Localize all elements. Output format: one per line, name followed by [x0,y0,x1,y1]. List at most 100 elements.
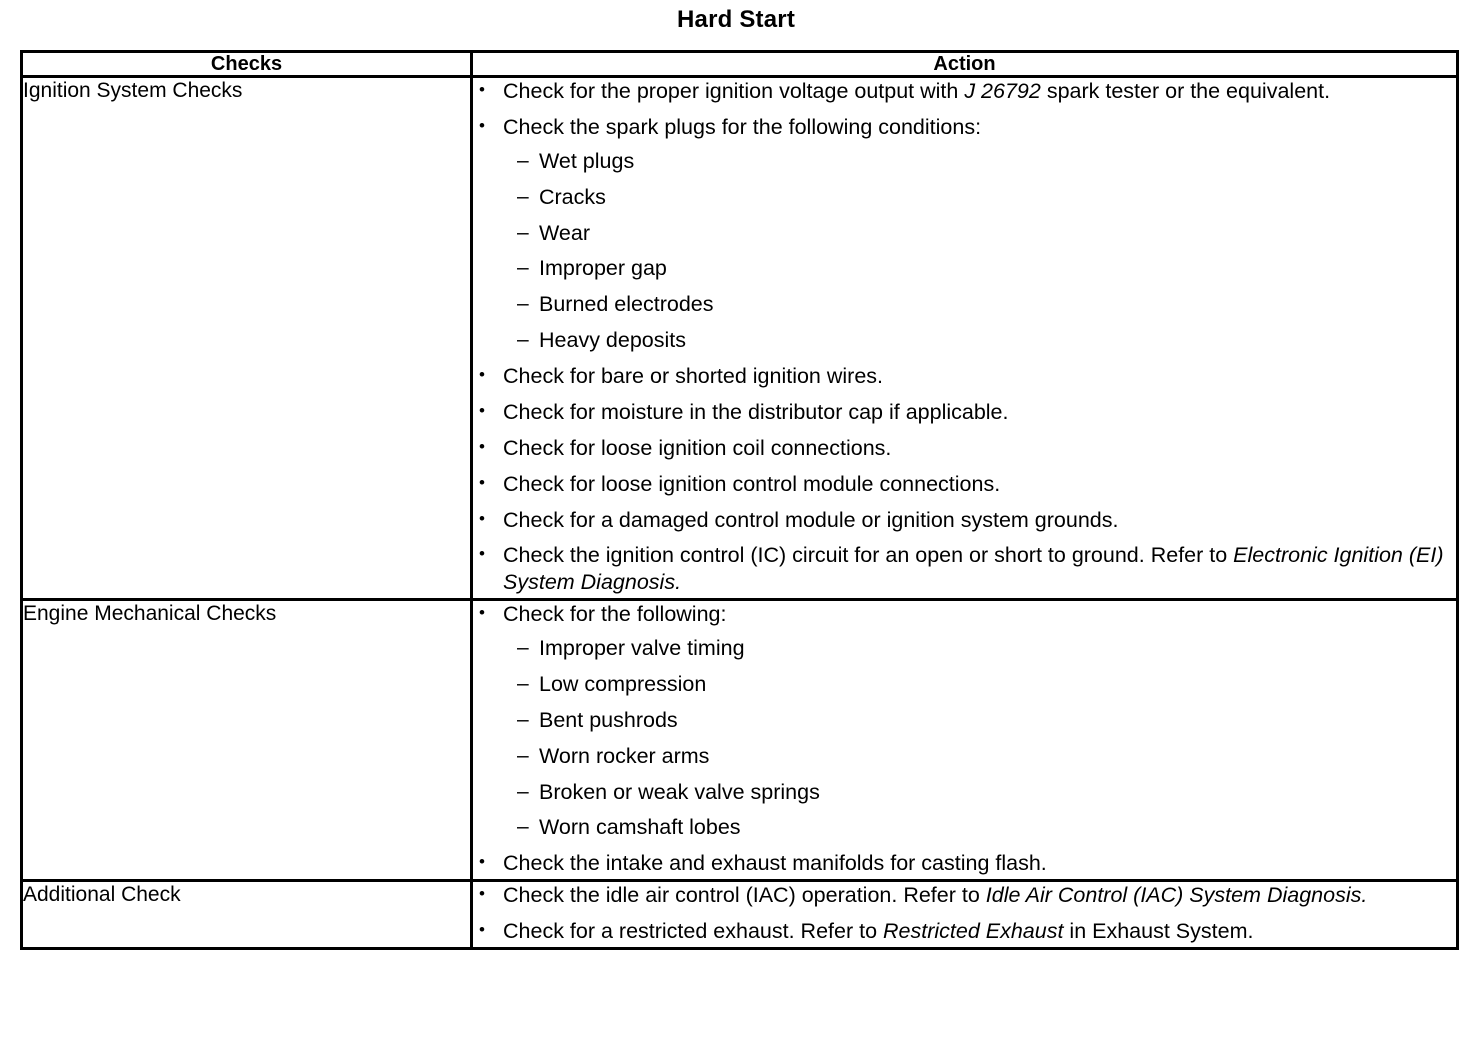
action-sub-text: Low compression [539,671,707,696]
bullet-icon: • [479,400,485,420]
action-sub-text: Heavy deposits [539,328,686,353]
action-sub-text: Cracks [539,184,606,209]
action-sub-item: –Bent pushrods [503,707,1456,734]
action-text: Check the ignition control (IC) circuit … [503,543,1443,594]
action-bullet-list: • Check for the following: –Improper valve… [473,601,1456,877]
action-cell: • Check the idle air control (IAC) operat… [470,879,1459,950]
action-cell: • Check for the proper ignition voltage o… [470,74,1459,602]
column-header-checks: Checks [20,50,473,78]
action-text-suffix: in Exhaust System. [1063,919,1254,943]
table-row: Ignition System Checks • Check for the pro… [20,74,1459,602]
action-text: Check for the proper ignition voltage ou… [503,79,1330,103]
check-category-label: Ignition System Checks [23,79,243,102]
action-text-reference: Restricted Exhaust [883,919,1064,943]
bullet-icon: • [479,365,485,384]
action-sub-text: Worn rocker arms [539,743,710,768]
dash-icon: – [517,707,529,731]
dash-icon: – [517,779,529,803]
action-text-reference: J 26792 [964,79,1041,103]
action-sub-text: Improper gap [539,256,667,281]
action-text: Check for a damaged control module or ig… [503,508,1118,532]
diagnostic-table: Checks Action Ignition System Checks • Che… [20,50,1459,950]
action-text-reference: Idle Air Control (IAC) System Diagnosis. [985,883,1368,908]
action-sub-item: –Worn camshaft lobes [503,814,1456,841]
action-text: Check for a restricted exhaust. Refer to… [503,919,1253,943]
action-bullet-item: • Check for the following: –Improper valve… [473,601,1456,841]
check-category-label: Additional Check [23,883,181,907]
bullet-icon: • [479,508,485,528]
action-bullet-item: • Check for moisture in the distributor c… [473,399,1456,426]
action-bullet-item: • Check the ignition control (IC) circuit… [473,542,1456,596]
action-bullet-item: • Check for loose ignition control module… [473,471,1456,498]
bullet-icon: • [479,884,485,904]
bullet-icon: • [479,436,485,456]
action-sub-list: –Improper valve timing–Low compression–B… [503,635,1456,841]
action-text-plain: Check for moisture in the distributor ca… [503,399,1009,424]
action-sub-item: –Wet plugs [503,148,1456,175]
action-sub-item: –Cracks [503,184,1456,211]
action-bullet-item: • Check the idle air control (IAC) operat… [473,882,1456,909]
dash-icon: – [517,256,529,280]
action-sub-list: –Wet plugs–Cracks–Wear–Improper gap–Burn… [503,148,1456,354]
action-cell: • Check for the following: –Improper valve… [470,598,1459,883]
action-text-plain: Check for loose ignition coil connection… [503,435,892,460]
checks-cell: Engine Mechanical Checks [20,598,473,883]
dash-icon: – [517,743,529,767]
action-sub-item: –Improper gap [503,255,1456,282]
action-text-plain: Check the idle air control (IAC) operati… [503,883,986,908]
action-sub-item: –Worn rocker arms [503,743,1456,770]
action-text: Check for loose ignition control module … [503,472,1000,496]
table-header-row: Checks Action [20,50,1459,78]
dash-icon: – [517,328,529,352]
bullet-icon: • [479,852,485,872]
bullet-icon: • [479,544,485,564]
dash-icon: – [517,148,529,172]
action-sub-text: Broken or weak valve springs [539,779,820,804]
dash-icon: – [517,292,529,316]
bullet-icon: • [479,603,485,623]
dash-icon: – [517,220,529,244]
action-text-plain: Check for the following: [503,602,727,627]
action-text-plain: Check for a damaged control module or ig… [503,507,1119,532]
bullet-icon: • [479,472,485,492]
action-text: Check the spark plugs for the following … [503,115,981,139]
column-header-action: Action [470,50,1459,78]
action-bullet-list: • Check for the proper ignition voltage o… [473,78,1456,596]
action-text-suffix: spark tester or the equivalent. [1040,79,1331,103]
action-text-plain: Check for the proper ignition voltage ou… [503,79,965,103]
action-bullet-item: • Check for the proper ignition voltage o… [473,78,1456,105]
table-row: Additional Check • Check the idle air cont… [20,879,1459,950]
dash-icon: – [517,184,529,208]
action-bullet-item: • Check the intake and exhaust manifolds … [473,850,1456,877]
action-sub-item: –Wear [503,220,1456,247]
dash-icon: – [517,815,529,839]
action-bullet-list: • Check the idle air control (IAC) operat… [473,882,1456,945]
check-category-label: Engine Mechanical Checks [23,602,277,626]
action-text-plain: Check the ignition control (IC) circuit … [503,543,1234,568]
action-text-plain: Check the spark plugs for the following … [503,114,982,139]
bullet-icon: • [479,80,485,99]
action-text: Check the idle air control (IAC) operati… [503,883,1367,907]
bullet-icon: • [479,115,485,135]
action-text: Check for bare or shorted ignition wires… [503,364,883,388]
action-text-plain: Check for loose ignition control module … [503,471,1001,496]
action-sub-text: Wear [539,220,590,245]
action-text-reference: Electronic Ignition (EI) System Diagnosi… [503,543,1444,595]
action-text: Check for moisture in the distributor ca… [503,400,1009,424]
action-sub-item: –Improper valve timing [503,635,1456,662]
dash-icon: – [517,636,529,659]
checks-cell: Ignition System Checks [20,74,473,602]
action-sub-text: Worn camshaft lobes [539,815,741,840]
action-text: Check for loose ignition coil connection… [503,436,891,460]
action-sub-item: –Heavy deposits [503,327,1456,354]
action-text: Check for the following: [503,602,726,626]
table-row: Engine Mechanical Checks • Check for the f… [20,598,1459,883]
checks-cell: Additional Check [20,879,473,950]
table-body: Ignition System Checks • Check for the pro… [20,74,1459,950]
dash-icon: – [517,671,529,695]
action-sub-item: –Burned electrodes [503,291,1456,318]
action-sub-text: Bent pushrods [539,707,678,732]
action-bullet-item: • Check the spark plugs for the following… [473,114,1456,354]
action-text-plain: Check the intake and exhaust manifolds f… [503,851,1047,876]
